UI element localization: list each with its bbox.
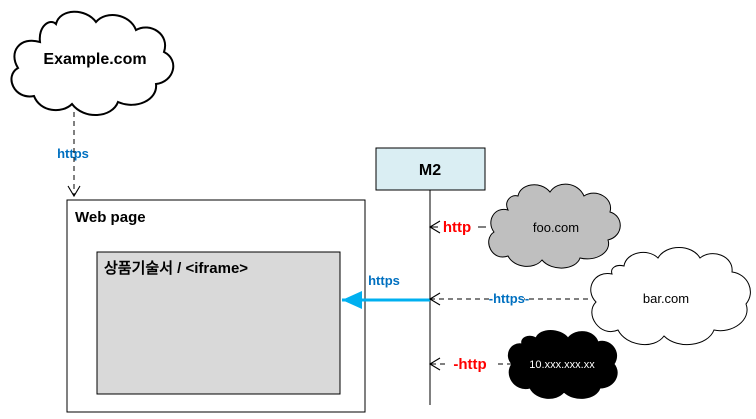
bar-com-cloud: bar.com	[590, 247, 751, 346]
bar-com-label: bar.com	[643, 291, 689, 306]
foo-com-label: foo.com	[533, 220, 579, 235]
example-https-label: https	[57, 146, 89, 161]
foo-com-cloud: foo.com	[488, 183, 621, 269]
iframe-label: 상품기술서 / <iframe>	[104, 260, 248, 277]
ip-cloud: 10.xxx.xxx.xx	[507, 330, 618, 399]
ip-http-label: -http	[453, 356, 486, 373]
example-com-cloud: Example.com	[10, 10, 175, 117]
bar-https-label: -https-	[489, 291, 529, 306]
m2-iframe-https-label: https	[368, 273, 400, 288]
web-page-label: Web page	[75, 209, 146, 226]
iframe-box	[96, 251, 341, 395]
foo-http-label: http	[443, 219, 471, 236]
ip-label: 10.xxx.xxx.xx	[529, 359, 595, 371]
m2-label: M2	[419, 162, 441, 179]
example-com-label: Example.com	[43, 51, 146, 68]
m2-box	[375, 147, 486, 191]
